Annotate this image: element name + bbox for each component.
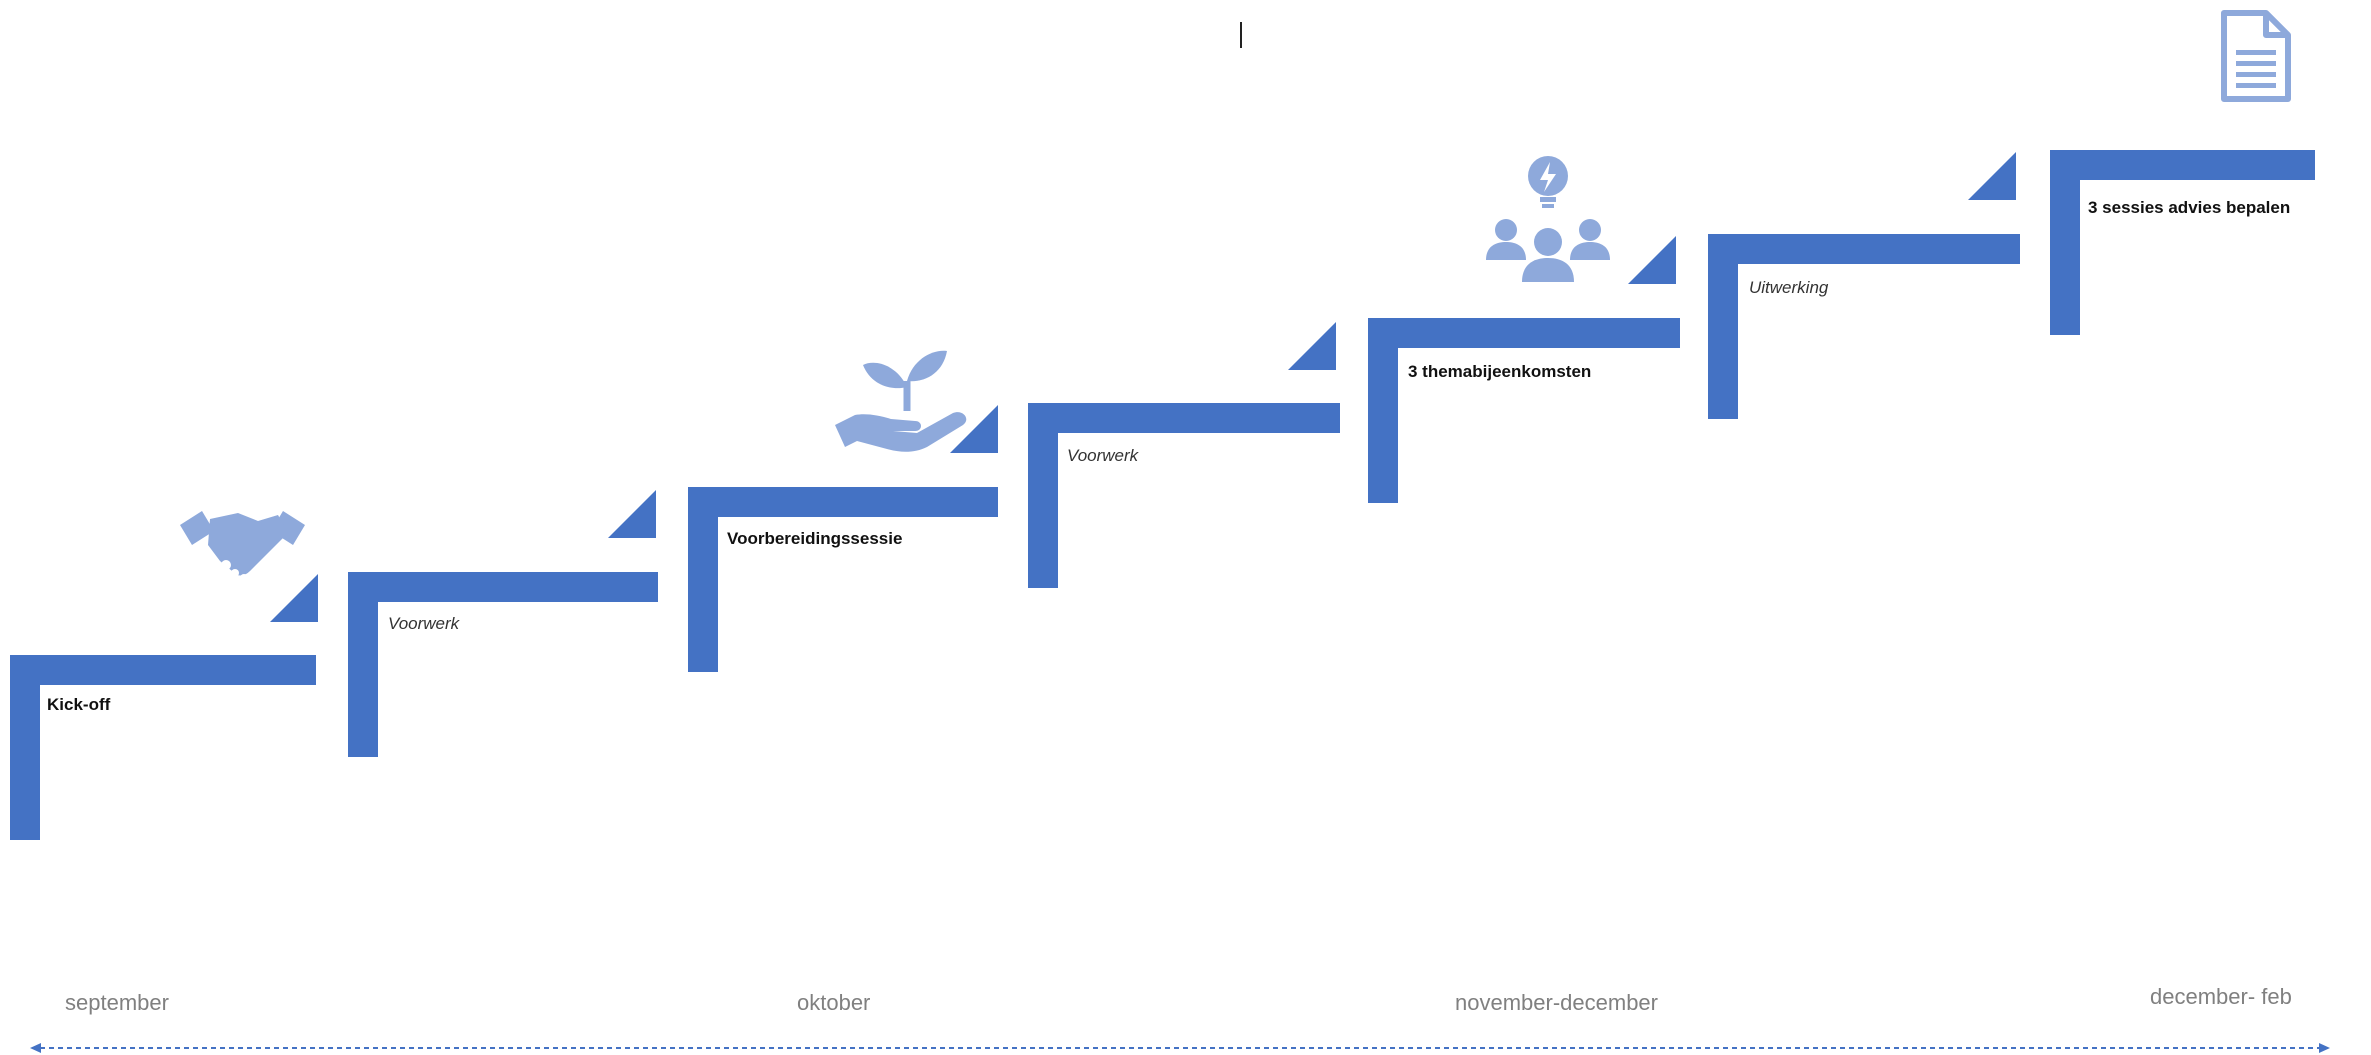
month-label-december-feb: december- feb	[2150, 984, 2292, 1009]
step-3-label: Voorbereidingssessie	[727, 529, 903, 548]
step-3-tread	[688, 487, 998, 517]
plant-in-hand-icon	[835, 350, 967, 452]
step-7-riser	[2050, 150, 2080, 335]
month-label-november-december: november-december	[1455, 990, 1658, 1015]
step-2-riser	[348, 572, 378, 757]
step-1-riser	[10, 655, 40, 840]
step-6-arrow	[1968, 152, 2016, 200]
step-1-tread	[10, 655, 316, 685]
step-7-label: 3 sessies advies bepalen	[2088, 198, 2291, 217]
step-6-tread	[1708, 234, 2020, 264]
step-1-label: Kick-off	[47, 695, 111, 714]
document-icon	[2221, 10, 2291, 102]
step-5-riser	[1368, 318, 1398, 503]
step-5-arrow	[1628, 236, 1676, 284]
timeline-double-arrow	[30, 1043, 2330, 1053]
step-5-tread	[1368, 318, 1680, 348]
step-4-arrow	[1288, 322, 1336, 370]
step-6-label: Uitwerking	[1749, 278, 1829, 297]
step-2-label: Voorwerk	[388, 614, 460, 633]
step-4-label: Voorwerk	[1067, 446, 1139, 465]
step-2-tread	[348, 572, 658, 602]
team-idea-icon	[1486, 156, 1610, 282]
month-label-oktober: oktober	[797, 990, 871, 1015]
step-7-tread	[2050, 150, 2315, 180]
step-5-label: 3 themabijeenkomsten	[1408, 362, 1592, 381]
step-4-tread	[1028, 403, 1340, 433]
step-6-riser	[1708, 234, 1738, 419]
step-2-arrow	[608, 490, 656, 538]
month-label-september: september	[65, 990, 169, 1015]
step-4-riser	[1028, 403, 1058, 588]
handshake-icon	[180, 511, 305, 582]
step-3-riser	[688, 487, 718, 672]
top-edge-mark	[1240, 22, 1242, 48]
